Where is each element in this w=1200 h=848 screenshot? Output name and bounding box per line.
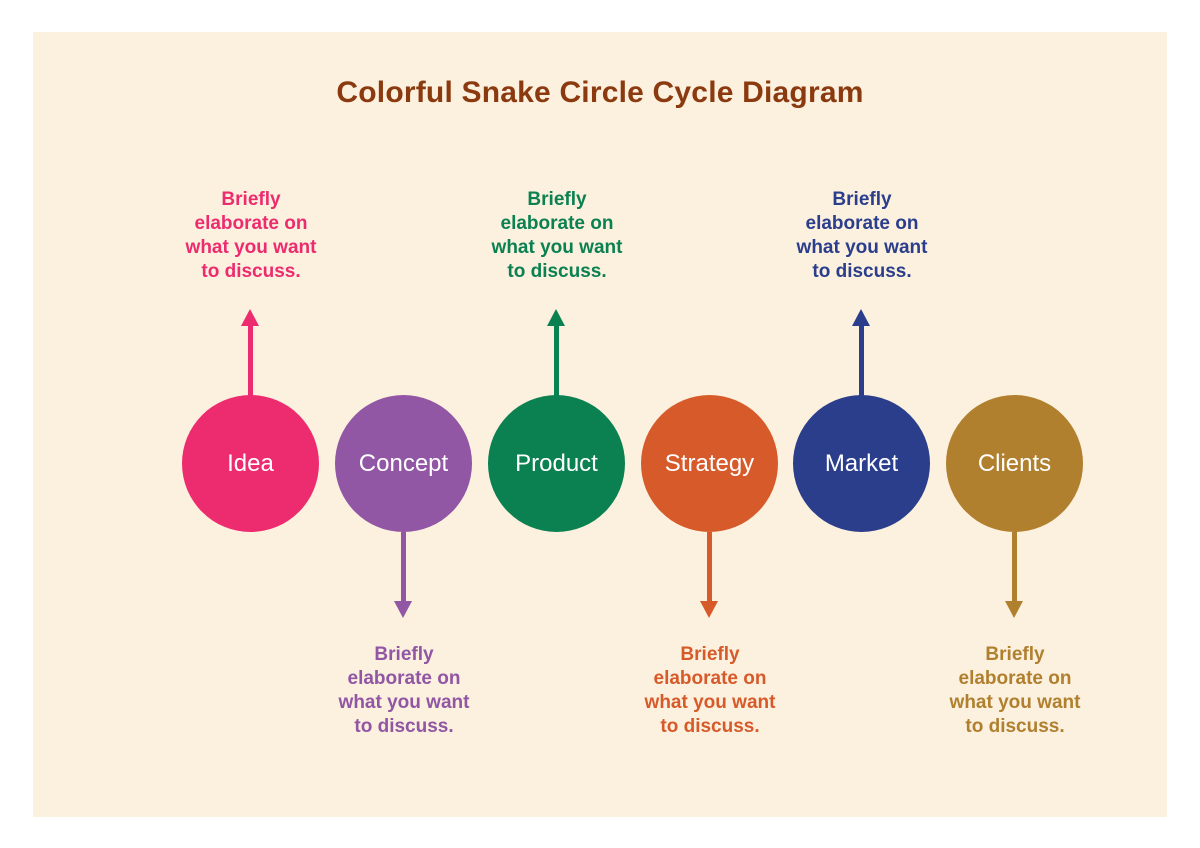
circle-product: Product: [488, 395, 625, 532]
step-idea: Briefly elaborate on what you want to di…: [171, 32, 331, 817]
note-line: to discuss.: [660, 716, 760, 737]
step-clients-note: Briefly elaborate on what you want to di…: [935, 643, 1095, 739]
arrow-down-icon: [394, 601, 412, 618]
note-line: elaborate on: [653, 668, 767, 689]
step-product-note: Briefly elaborate on what you want to di…: [477, 188, 637, 284]
note-line: what you want: [644, 692, 776, 713]
diagram-title: Colorful Snake Circle Cycle Diagram: [336, 76, 864, 109]
note-line: to discuss.: [507, 261, 607, 282]
note-line: to discuss.: [812, 261, 912, 282]
note-line: elaborate on: [500, 213, 614, 234]
step-product: Briefly elaborate on what you want to di…: [477, 32, 637, 817]
diagram-canvas: Colorful Snake Circle Cycle Diagram Brie…: [33, 32, 1167, 817]
note-line: elaborate on: [805, 213, 919, 234]
note-line: Briefly: [832, 189, 892, 210]
note-line: Briefly: [221, 189, 281, 210]
note-line: elaborate on: [194, 213, 308, 234]
circle-clients: Clients: [946, 395, 1083, 532]
note-line: elaborate on: [347, 668, 461, 689]
note-line: elaborate on: [958, 668, 1072, 689]
arrow-shaft: [401, 532, 406, 602]
circle-concept: Concept: [335, 395, 472, 532]
arrow-up-icon: [852, 309, 870, 326]
note-line: to discuss.: [354, 716, 454, 737]
step-concept: Concept Briefly elaborate on what you wa…: [324, 32, 484, 817]
arrow-shaft: [248, 326, 253, 396]
arrow-shaft: [859, 326, 864, 396]
step-strategy-note: Briefly elaborate on what you want to di…: [630, 643, 790, 739]
note-line: Briefly: [680, 644, 740, 665]
step-idea-note: Briefly elaborate on what you want to di…: [171, 188, 331, 284]
arrow-up-icon: [547, 309, 565, 326]
circle-market: Market: [793, 395, 930, 532]
note-line: Briefly: [374, 644, 434, 665]
step-clients: Clients Briefly elaborate on what you wa…: [935, 32, 1095, 817]
step-market-note: Briefly elaborate on what you want to di…: [782, 188, 942, 284]
circle-idea: Idea: [182, 395, 319, 532]
note-line: what you want: [185, 237, 317, 258]
note-line: to discuss.: [201, 261, 301, 282]
step-market: Briefly elaborate on what you want to di…: [782, 32, 942, 817]
circle-strategy: Strategy: [641, 395, 778, 532]
arrow-down-icon: [700, 601, 718, 618]
note-line: what you want: [491, 237, 623, 258]
step-concept-note: Briefly elaborate on what you want to di…: [324, 643, 484, 739]
note-line: to discuss.: [965, 716, 1065, 737]
note-line: what you want: [796, 237, 928, 258]
note-line: what you want: [949, 692, 1081, 713]
step-strategy: Strategy Briefly elaborate on what you w…: [630, 32, 790, 817]
note-line: what you want: [338, 692, 470, 713]
arrow-up-icon: [241, 309, 259, 326]
note-line: Briefly: [527, 189, 587, 210]
arrow-shaft: [554, 326, 559, 396]
note-line: Briefly: [985, 644, 1045, 665]
arrow-shaft: [1012, 532, 1017, 602]
arrow-shaft: [707, 532, 712, 602]
arrow-down-icon: [1005, 601, 1023, 618]
